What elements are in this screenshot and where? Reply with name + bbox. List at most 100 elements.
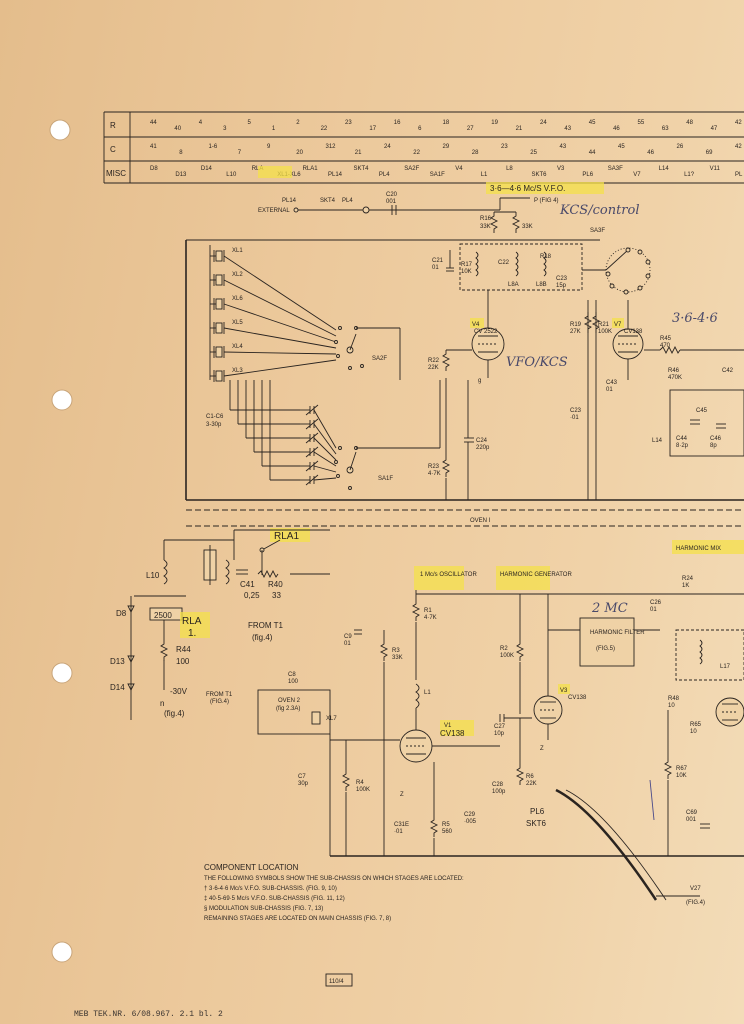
osc-title: 1 Mc/s OSCILLATOR (420, 572, 477, 578)
from-t1-fig: (fig.4) (252, 633, 273, 642)
c26-label: C26 (650, 600, 662, 606)
r17-label: R17 (461, 262, 473, 268)
c45-label: C45 (696, 408, 708, 414)
v7-type: CV138 (624, 329, 643, 335)
table-entry: D13 (175, 172, 187, 178)
footer-text: MEB TEK.NR. 6/08.967. 2.1 bl. 2 (74, 1010, 223, 1019)
trimmer-cap (245, 380, 337, 461)
v27-label: V27 (690, 886, 701, 892)
pl14-label: PL14 (282, 198, 297, 204)
r23-label: R23 (428, 464, 440, 470)
harm-filter-fig: (FIG.5) (596, 646, 615, 652)
n-label: n (160, 699, 164, 708)
table-entry: RLA1 (303, 166, 319, 172)
table-entry: 19 (491, 120, 498, 126)
r3-value: 33K (392, 655, 403, 661)
r48-label: R48 (668, 696, 680, 702)
c22-label: C22 (498, 260, 510, 266)
c28-label: C28 (492, 782, 504, 788)
c43-label: C43 (606, 380, 618, 386)
table-entry: D8 (150, 166, 158, 172)
highlight-harm-gen (496, 566, 550, 590)
c1c6-label: C1-C6 (206, 414, 224, 420)
r2500-label: 2500 (154, 611, 172, 620)
trimmer-cap (237, 380, 337, 455)
l10-label: L10 (146, 571, 160, 580)
table-entry: 22 (321, 126, 328, 132)
table-entry: 26 (677, 144, 684, 150)
crystal-label: XL1 (232, 248, 243, 254)
table-entry: D14 (201, 166, 213, 172)
table-entry: 46 (613, 126, 620, 132)
r4-label: R4 (356, 780, 364, 786)
v4-type: CV 2522 (474, 329, 498, 335)
external-label: EXTERNAL (258, 208, 290, 214)
highlight-rla1-top (258, 166, 292, 178)
r5-value: 560 (442, 829, 453, 835)
component-location-notes: COMPONENT LOCATION THE FOLLOWING SYMBOLS… (204, 863, 464, 922)
d8-label: D8 (116, 609, 127, 618)
c9-value: 01 (344, 641, 351, 647)
table-entry: 3 (223, 126, 227, 132)
r16-label: R16 (480, 216, 492, 222)
r2-label: R2 (500, 646, 508, 652)
trimmer-bank (229, 380, 337, 486)
row-c-entries: 4181-67920312212422292823254344454626694… (150, 144, 742, 156)
crystal-label: XL2 (232, 272, 243, 278)
row-misc-entries: D8D13D14L10RLAXL1-XL6RLA1PL14SKT4PL4SA2F… (150, 166, 743, 178)
trimmer-cap (261, 380, 337, 473)
c24-label: C24 (476, 438, 488, 444)
highlight-osc (414, 566, 464, 590)
c9-label: C9 (344, 634, 352, 640)
vfo-section: 3·6—4·6 Mc/S V.F.O. P (FIG 4) KCS/contro… (185, 182, 744, 527)
r19-label: R19 (570, 322, 582, 328)
r21-label: R21 (598, 322, 610, 328)
c24-value: 220p (476, 445, 490, 451)
rla-label: RLA (182, 616, 202, 627)
from-t1-small: FROM T1 (206, 692, 233, 698)
c46-value: 8p (710, 443, 717, 449)
switch-sa2f: SA2F (334, 326, 401, 380)
v27-fig: (FIG.4) (686, 900, 705, 906)
highlight-v7 (612, 318, 624, 328)
c28-value: 100p (492, 789, 506, 795)
vfo-tank-box (459, 243, 583, 291)
table-entry: 63 (662, 126, 669, 132)
v1-label: V1 (444, 723, 452, 729)
highlight-v1 (440, 720, 474, 736)
r18-label: R18 (540, 254, 552, 260)
hw-vfo-kcs: VFO/KCS (506, 355, 568, 370)
table-entry: L1? (684, 172, 695, 178)
c43-value: 01 (606, 387, 613, 393)
table-entry: V3 (557, 166, 565, 172)
r67-label: R67 (676, 766, 688, 772)
highlight-v3 (558, 684, 570, 694)
r46-value: 470K (668, 375, 682, 381)
v4-label: V4 (472, 322, 480, 328)
z-label-v1: Z (400, 792, 404, 798)
c41-value: 0,25 (244, 591, 260, 600)
table-entry: V4 (455, 166, 463, 172)
c21-label: C21 (432, 258, 444, 264)
neg30v-label: -30V (170, 687, 188, 696)
table-entry: RLA (252, 166, 264, 172)
c7-value: 30p (298, 781, 309, 787)
row-label-misc: MISC (106, 169, 126, 178)
punch-hole-3 (51, 662, 73, 684)
trimmer-cap (229, 380, 337, 449)
v3-type: CV138 (568, 695, 587, 701)
table-entry: L1 (481, 172, 488, 178)
page-stamp: 110/4 (329, 979, 344, 985)
harm-filter-title: HARMONIC FILTER (590, 630, 645, 636)
highlight-rla1 (270, 528, 310, 542)
c27-value: 10p (494, 731, 505, 737)
crystal-label: XL5 (232, 320, 243, 326)
table-entry: 312 (326, 144, 337, 150)
sa2f-label: SA2F (372, 356, 387, 362)
table-entry: 4 (199, 120, 203, 126)
c31e-value: ·01 (394, 829, 403, 835)
c29-value: ·005 (464, 819, 477, 825)
skt6-label: SKT6 (526, 819, 547, 828)
c7-label: C7 (298, 774, 306, 780)
table-entry: V7 (633, 172, 641, 178)
